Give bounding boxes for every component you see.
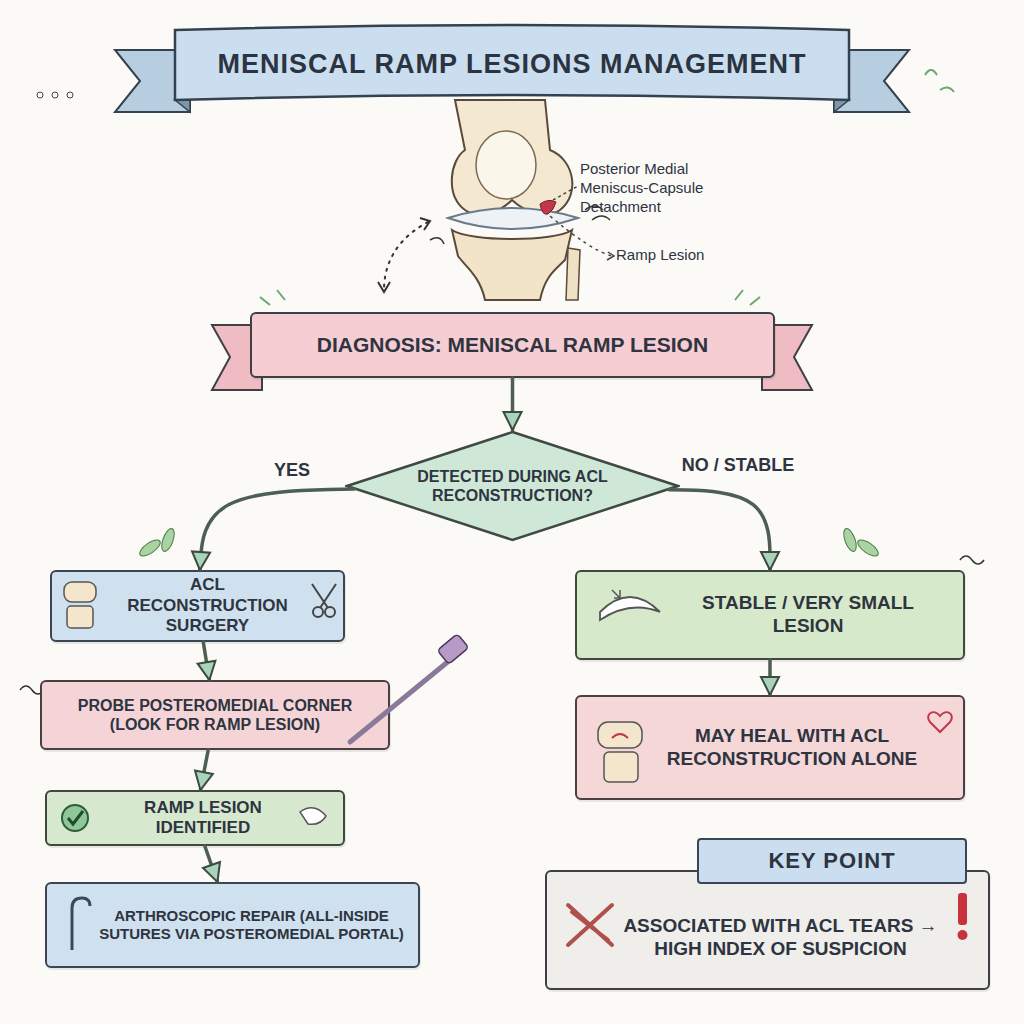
- node-text: DIAGNOSIS: MENISCAL RAMP LESION: [317, 332, 708, 357]
- scribble: [960, 556, 984, 564]
- fibula-bone: [566, 248, 580, 300]
- leaf-doodle: [137, 537, 162, 559]
- process-box: ARTHROSCOPIC REPAIR (ALL-INSIDE SUTURES …: [45, 882, 420, 968]
- scribble: [940, 87, 954, 92]
- scribble: [925, 70, 937, 75]
- dotted-arrow: [384, 222, 428, 290]
- diamond-outline: [347, 432, 678, 540]
- tibia-bone: [452, 230, 572, 300]
- node-text: PROBE POSTEROMEDIAL CORNER (LOOK FOR RAM…: [58, 696, 372, 734]
- edge-label: YES: [274, 460, 310, 481]
- edge-label: NO / STABLE: [682, 455, 795, 476]
- leader-line: [550, 216, 612, 256]
- flow-arrow: [669, 490, 770, 570]
- flow-arrow: [203, 642, 209, 680]
- flow-arrow: [511, 378, 515, 430]
- flow-arrow: [205, 846, 218, 882]
- scribble: [67, 92, 73, 98]
- scribble: [430, 238, 444, 244]
- node-text: ACL RECONSTRUCTION SURGERY: [112, 575, 303, 636]
- leader-line: [553, 186, 578, 200]
- annotation-label: Posterior Medial Meniscus-Capsule Detach…: [580, 160, 750, 216]
- process-box: ACL RECONSTRUCTION SURGERY: [50, 570, 345, 642]
- probe-handle: [437, 634, 468, 665]
- key-point-text: ASSOCIATED WITH ACL TEARS → HIGH INDEX O…: [613, 915, 948, 961]
- node-text: DETECTED DURING ACL RECONSTRUCTION?: [417, 467, 608, 505]
- process-box: STABLE / VERY SMALL LESION: [575, 570, 965, 660]
- meniscus: [448, 208, 578, 229]
- process-box: RAMP LESION IDENTIFIED: [45, 790, 345, 846]
- leaf-doodle: [841, 527, 859, 553]
- decision-diamond: DETECTED DURING ACL RECONSTRUCTION?: [345, 430, 680, 542]
- annotation-label: Ramp Lesion: [616, 246, 736, 265]
- ribbon-fold: [175, 100, 190, 112]
- leaf-doodle: [159, 527, 177, 553]
- title-text: MENISCAL RAMP LESIONS MANAGEMENT: [175, 28, 849, 100]
- flow-arrow: [200, 750, 208, 790]
- diagnosis-banner: DIAGNOSIS: MENISCAL RAMP LESION: [250, 312, 775, 378]
- leader-arrowhead: [607, 252, 614, 260]
- node-text: ARTHROSCOPIC REPAIR (ALL-INSIDE SUTURES …: [99, 907, 404, 943]
- dotted-arrowhead: [378, 282, 390, 292]
- key-point-heading: KEY POINT: [697, 838, 967, 884]
- dotted-arrowhead: [420, 218, 430, 230]
- scribble: [260, 290, 285, 305]
- scribble: [37, 92, 43, 98]
- ribbon-fold: [834, 100, 849, 112]
- node-text: MAY HEAL WITH ACL RECONSTRUCTION ALONE: [661, 725, 923, 771]
- flow-arrow: [200, 489, 354, 570]
- scribble: [735, 290, 760, 305]
- process-box: PROBE POSTEROMEDIAL CORNER (LOOK FOR RAM…: [40, 680, 390, 750]
- femur-bone: [452, 100, 573, 215]
- flow-arrow: [768, 660, 772, 695]
- process-box: MAY HEAL WITH ACL RECONSTRUCTION ALONE: [575, 695, 965, 800]
- diamond-shape: [345, 430, 680, 542]
- title-ribbon: [175, 25, 849, 100]
- scribble: [52, 92, 58, 98]
- ramp-lesion-mark: [540, 200, 556, 214]
- node-text: STABLE / VERY SMALL LESION: [673, 592, 943, 638]
- node-text: RAMP LESION IDENTIFIED: [103, 798, 303, 839]
- patella: [476, 131, 536, 199]
- key-point-box: KEY POINTASSOCIATED WITH ACL TEARS → HIG…: [545, 870, 990, 990]
- leaf-doodle: [855, 537, 880, 559]
